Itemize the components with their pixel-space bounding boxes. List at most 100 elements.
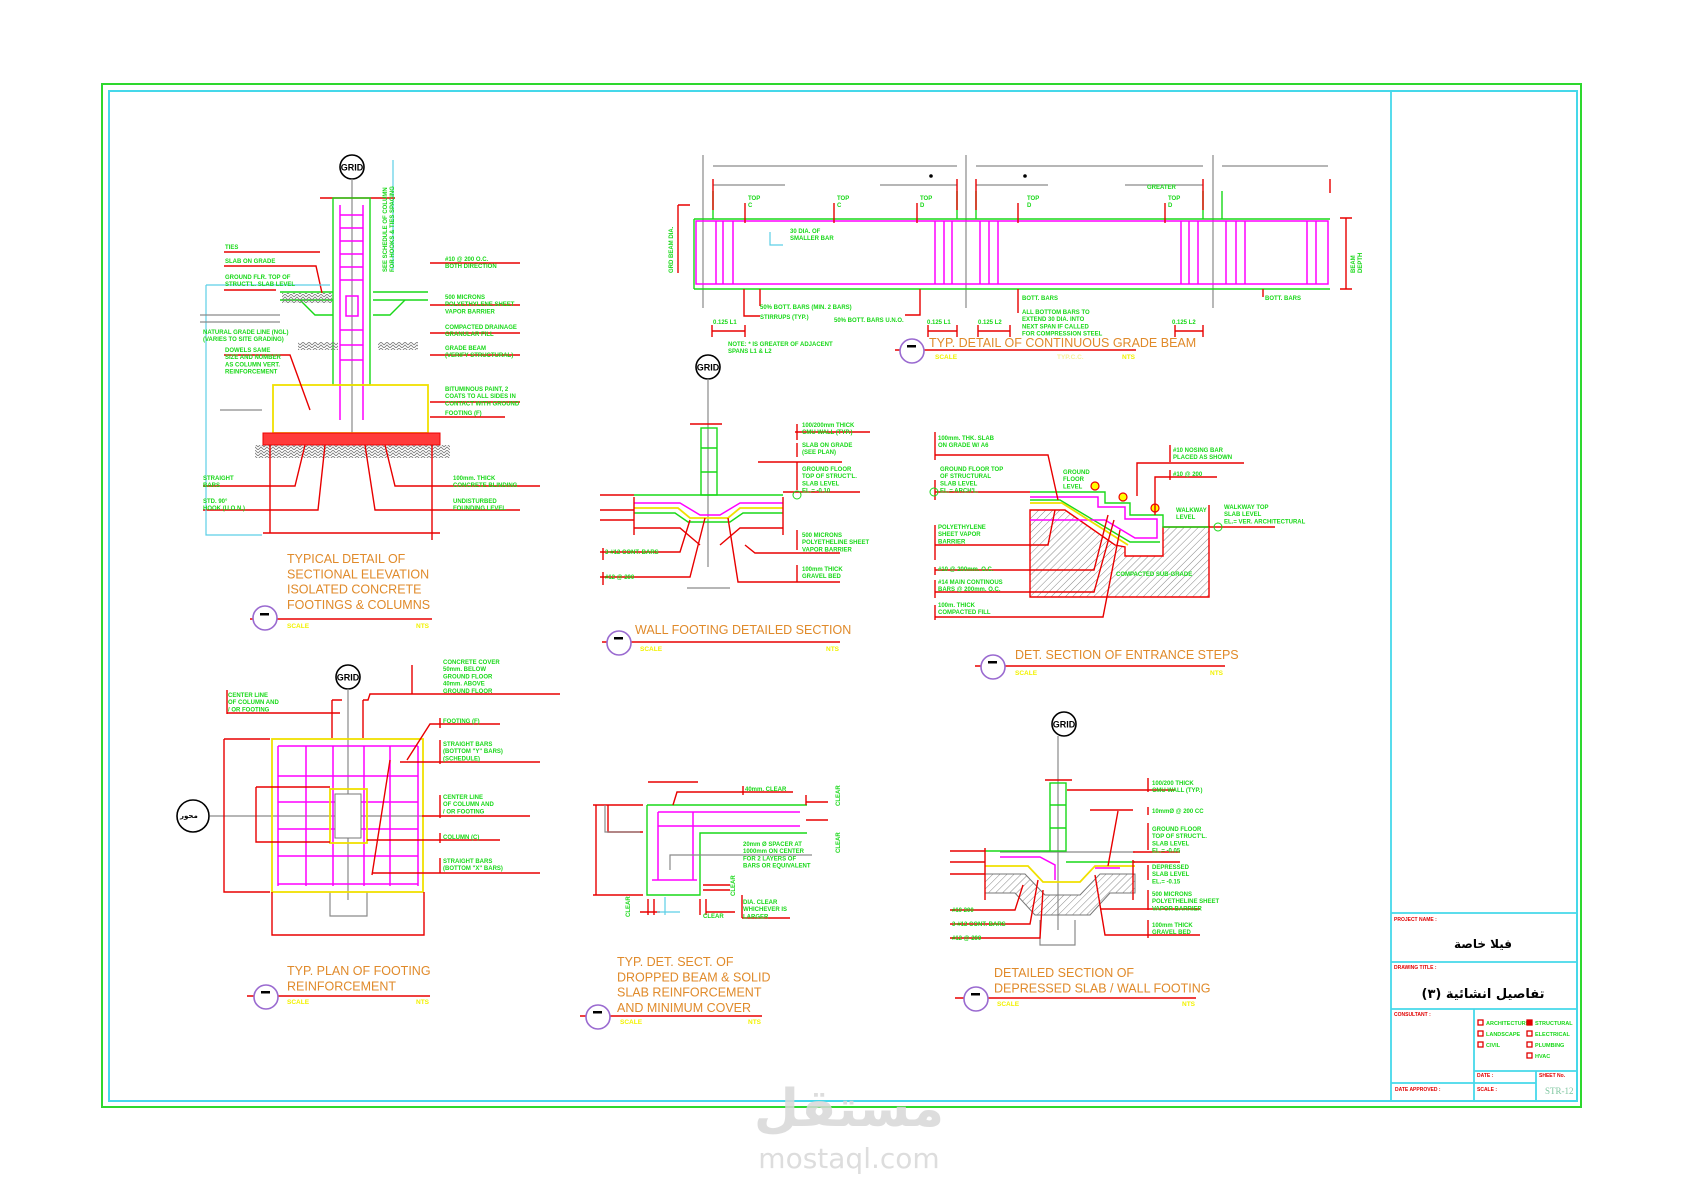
- callout-label: 0.125 L1: [713, 320, 737, 326]
- callout-label: 0.125 L2: [1172, 320, 1196, 326]
- scale-label: SCALE: [287, 623, 310, 630]
- discipline-label: LANDSCAPE: [1486, 1032, 1521, 1038]
- label-line: FOR COMPRESSION STEEL: [1022, 332, 1103, 338]
- label-line: 3-#12 CONT. BARS: [952, 922, 1006, 928]
- label-line: GROUND FLOOR: [802, 467, 852, 473]
- discipline-label: ELECTRICAL: [1535, 1032, 1570, 1038]
- label-line: SLAB LEVEL: [1224, 512, 1262, 518]
- label-line: REINFORCEMENT: [225, 370, 278, 376]
- label-line: VAPOR BARRIER: [445, 309, 496, 315]
- label-line: SIZE AND NUMBER: [225, 355, 281, 361]
- label-line: CLEAR: [703, 914, 724, 920]
- callout-label: COMPACTED SUB-GRADE: [1116, 572, 1192, 578]
- detail-title: DET. SECTION OF ENTRANCE STEPS SCALE NTS: [975, 648, 1239, 680]
- label-line: SLAB LEVEL: [940, 481, 978, 487]
- callout-label: #12 @ 200: [605, 575, 635, 581]
- title-line: DET. SECTION OF ENTRANCE STEPS: [1015, 648, 1239, 662]
- label-line: EL.= ARCH'L.: [940, 489, 979, 495]
- inner-border: [108, 90, 1578, 1102]
- label-line: GROUND FLOOR: [1152, 827, 1202, 833]
- label-line: 500 MICRONS: [445, 295, 485, 301]
- discipline-label: STRUCTURAL: [1535, 1021, 1573, 1027]
- label-line: 500 MICRONS: [1152, 892, 1192, 898]
- label-line: SEE SCHEDULE OF COLUMN: [383, 187, 389, 272]
- label-line: SLAB LEVEL: [1152, 872, 1190, 878]
- label-line: 100m. THICK: [938, 603, 976, 609]
- callout-label: 40mm. CLEAR: [745, 787, 787, 793]
- label-line: STRAIGHT BARS: [443, 742, 492, 748]
- title-line: DROPPED BEAM & SOLID: [617, 970, 771, 984]
- watermark-latin: mostaql.com: [758, 1142, 939, 1175]
- label-line: CLEAR: [836, 832, 842, 853]
- scale-value: NTS: [826, 646, 840, 653]
- detail-title-text: TYP. DETAIL OF CONTINUOUS GRADE BEAM: [929, 336, 1196, 350]
- callout-label: CLEAR: [626, 896, 632, 917]
- grid-bubble: GRID: [1053, 720, 1076, 730]
- label-line: EL.= -0.15: [1152, 879, 1181, 885]
- label-line: 100mm. THICK: [453, 476, 496, 482]
- label-line: TIES: [225, 245, 238, 251]
- label-line: 40mm. CLEAR: [745, 787, 787, 793]
- label-line: ALL BOTTOM BARS TO: [1022, 310, 1090, 316]
- callout-label: STD. 90°HOOK (U.O.N.): [203, 499, 245, 512]
- label-line: STRAIGHT: [203, 476, 234, 482]
- discipline-label: CIVIL: [1486, 1043, 1501, 1049]
- label-line: VAPOR BARRIER: [802, 547, 853, 553]
- label-line: (BOTTOM "Y" BARS): [443, 749, 503, 755]
- label-line: BOTT. BARS: [1022, 296, 1058, 302]
- label-line: CENTER LINE: [443, 795, 483, 801]
- label-line: POLYETHYLENE: [938, 525, 986, 531]
- label-line: / OR FOOTING: [443, 809, 485, 815]
- label-line: EL.= VER. ARCHITECTURAL: [1224, 519, 1306, 525]
- callout-label: 10mmØ @ 200 CC: [1152, 809, 1204, 815]
- label-line: POLYETHYLENE SHEET: [445, 302, 515, 308]
- label-line: / OR FOOTING: [228, 707, 270, 713]
- label-line: FLOOR: [1063, 477, 1085, 483]
- callout-label: #10 @ 200: [1173, 472, 1203, 478]
- scale-value: NTS: [1182, 1001, 1196, 1008]
- label-line: (BOTTOM "X" BARS): [443, 866, 503, 872]
- label-line: 100mm THICK: [1152, 923, 1193, 929]
- label-line: EL.= -0.05: [1152, 849, 1181, 855]
- title-line: FOOTINGS & COLUMNS: [287, 598, 430, 612]
- callout-label: SEE SCHEDULE OF COLUMNFOR HOOKS & TIES S…: [383, 186, 396, 272]
- detail-isolated-footing: GRID TIES SLAB ON GRADE GROUND FLR. TOP …: [200, 154, 540, 631]
- label-line: GRAVEL BED: [802, 574, 841, 580]
- label-line: POLYETHELINE SHEET: [1152, 899, 1219, 905]
- label-line: #14 MAIN CONTINOUS: [938, 580, 1003, 586]
- scale-label: SCALE: [1015, 670, 1038, 677]
- checkbox-icon: [1477, 1019, 1484, 1026]
- label-line: GROUND FLR. TOP OF: [225, 275, 291, 281]
- discipline-label: HVAC: [1535, 1054, 1550, 1060]
- label-line: 100/200 THICK: [1152, 781, 1194, 787]
- callout-label: GREATER: [1147, 185, 1177, 191]
- detail-title-text: DET. SECTION OF ENTRANCE STEPS: [1015, 648, 1239, 662]
- label-line: VAPOR BARRIER: [1152, 906, 1203, 912]
- label-line: GREATER: [1147, 185, 1177, 191]
- label-line: SLAB ON GRADE: [225, 259, 275, 265]
- callout-label: FOOTING (F): [443, 719, 480, 725]
- label-line: DEPRESSED: [1152, 865, 1190, 871]
- callout-label: SLAB ON GRADE: [225, 259, 275, 265]
- label-line: EXTEND 30 DIA. INTO: [1022, 317, 1085, 323]
- label-line: EL.= -0.10: [802, 489, 831, 495]
- label-line: 50mm. BELOW: [443, 667, 486, 673]
- callout-label: #12 @ 200: [952, 936, 982, 942]
- title-block: PROJECT NAME : فيلا خاصة DRAWING TITLE :…: [1390, 91, 1577, 1101]
- date-label: DATE :: [1477, 1073, 1494, 1079]
- label-line: 0.125 L2: [1172, 320, 1196, 326]
